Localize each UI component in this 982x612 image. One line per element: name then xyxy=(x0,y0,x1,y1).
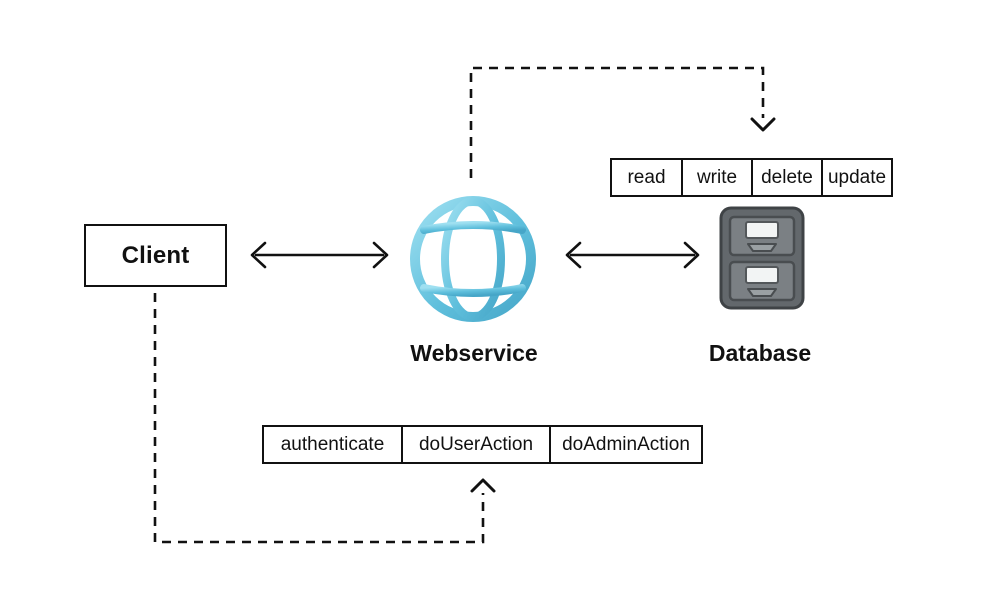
client-clientops-dashed-arrow xyxy=(153,293,496,544)
database-label: Database xyxy=(708,340,812,366)
client-webservice-arrow xyxy=(250,241,389,269)
db-op-cell: write xyxy=(681,158,753,197)
client-operations-table: authenticate doUserAction doAdminAction xyxy=(262,425,703,464)
client-op-cell: doAdminAction xyxy=(549,425,703,464)
globe-with-meridians-icon xyxy=(406,192,540,326)
db-operations-table: read write delete update xyxy=(610,158,893,197)
webservice-label: Webservice xyxy=(410,340,538,366)
client-op-cell: doUserAction xyxy=(401,425,551,464)
db-op-cell: read xyxy=(610,158,683,197)
webservice-database-arrow xyxy=(565,241,700,269)
db-op-cell: update xyxy=(821,158,893,197)
client-label: Client xyxy=(121,241,190,269)
file-cabinet-icon xyxy=(717,205,807,311)
client-op-cell: authenticate xyxy=(262,425,403,464)
client-node: Client xyxy=(84,224,227,287)
db-op-cell: delete xyxy=(751,158,823,197)
